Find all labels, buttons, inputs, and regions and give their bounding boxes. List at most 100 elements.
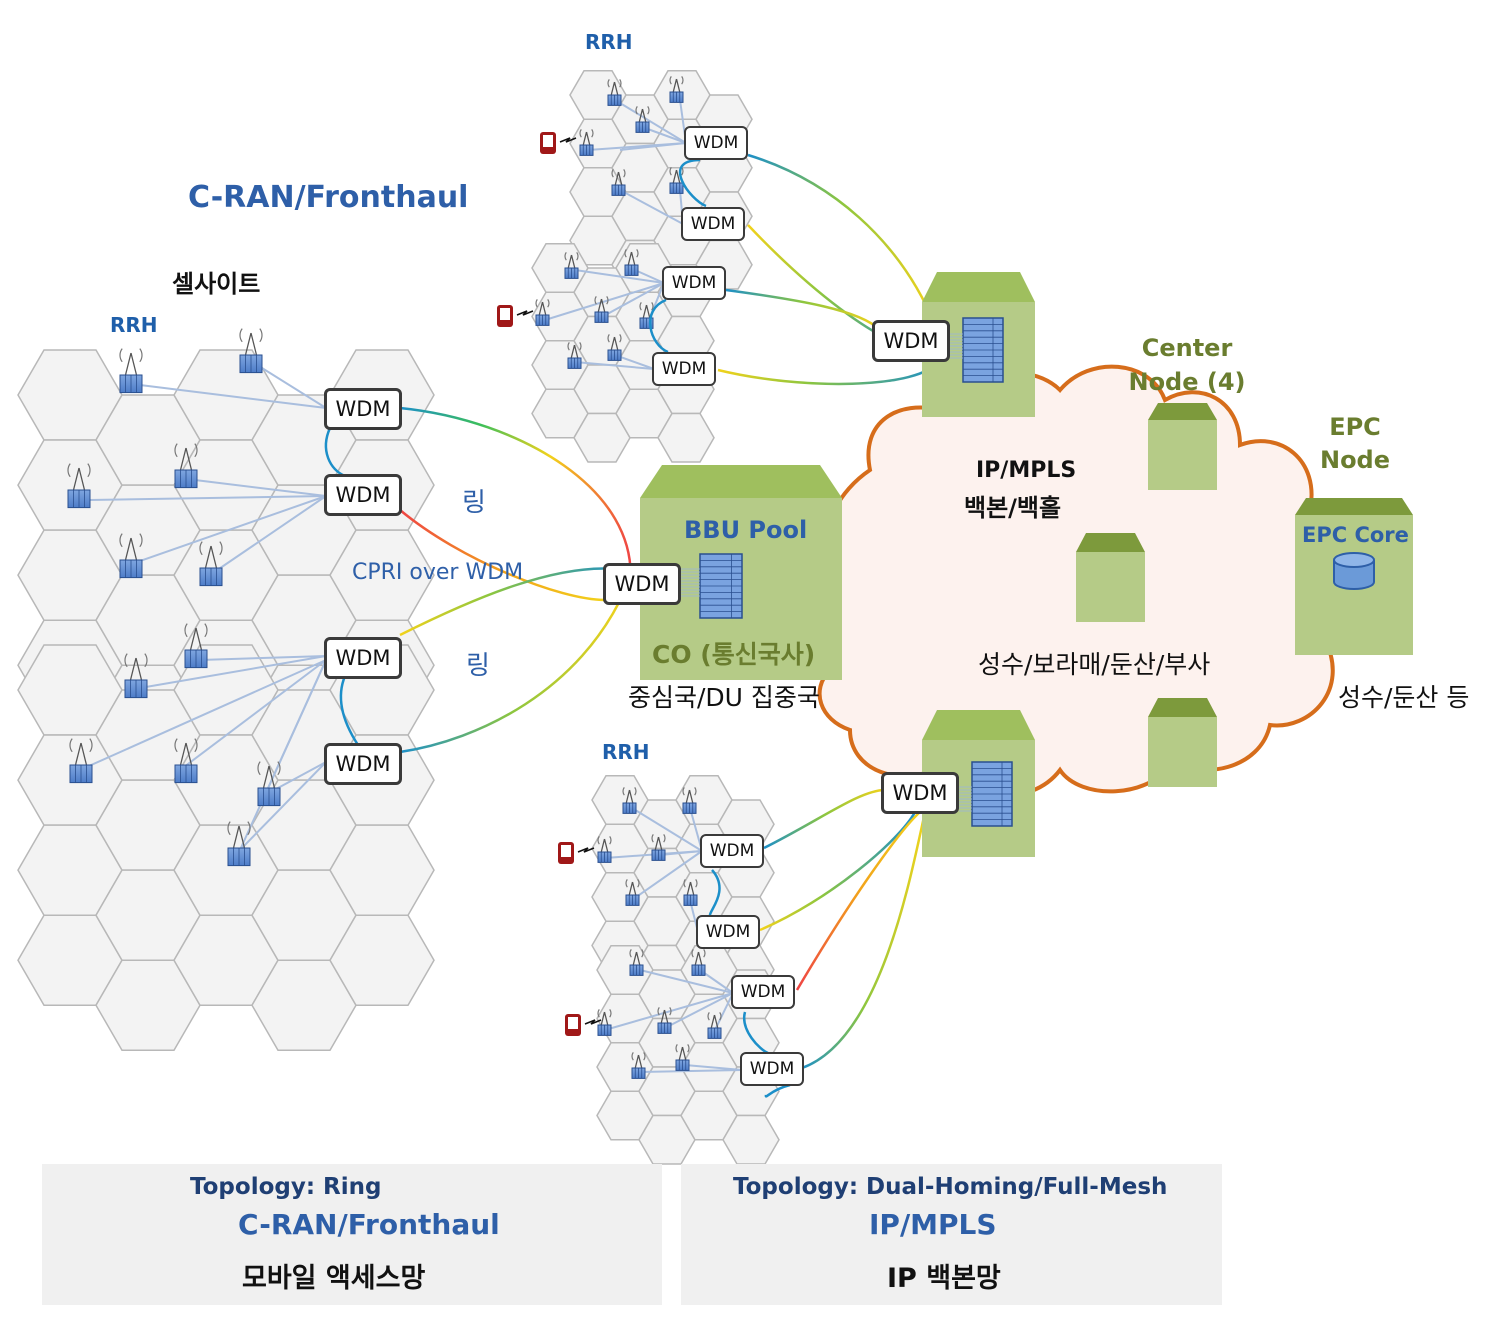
rrh-fiber-link <box>261 367 327 409</box>
server-rack-icon-co <box>699 553 743 619</box>
cell-tower-icon <box>651 834 666 851</box>
center-node-3 <box>1148 698 1217 787</box>
cell-tower-icon <box>69 738 93 766</box>
rrh-label-bottom: RRH <box>602 740 650 764</box>
rrh-unit-icon <box>239 354 263 374</box>
server-rack-icon-lower <box>971 761 1013 827</box>
wdm-left-ring2-lower: WDM <box>324 743 402 785</box>
rrh-unit-icon <box>625 894 640 906</box>
panel-left-name: 모바일 액세스망 <box>242 1263 426 1294</box>
rrh-unit-icon <box>669 91 684 103</box>
rrh-unit-icon <box>669 182 684 194</box>
cell-tower-icon <box>594 296 609 313</box>
rrh-unit-icon <box>579 144 594 156</box>
rrh-fiber-link <box>619 189 684 225</box>
rrh-fiber-link <box>194 479 327 497</box>
cell-tower-icon <box>631 1052 646 1069</box>
rrh-unit-icon <box>707 1027 722 1039</box>
panel-access-network: Topology: Ring C-RAN/Fronthaul 모바일 액세스망 <box>42 1164 662 1305</box>
rrh-label-top: RRH <box>585 30 633 54</box>
cell-tower-icon <box>597 836 612 853</box>
wdm-bottom-d: WDM <box>740 1052 804 1086</box>
rrh-fiber-link <box>139 384 327 409</box>
rrh-fiber-link <box>639 1069 743 1073</box>
bbu-pool-label: BBU Pool <box>684 516 808 544</box>
cell-tower-icon <box>184 623 208 651</box>
co-sub-label: 중심국/DU 집중국 <box>628 683 820 712</box>
cell-tower-icon <box>683 879 698 896</box>
center-node-1 <box>1148 403 1217 490</box>
rrh-fiber-link <box>639 969 734 994</box>
rrh-fiber-link <box>587 142 687 151</box>
rrh-unit-icon <box>124 679 148 699</box>
rrh-unit-icon <box>535 314 550 326</box>
rrh-fiber-link <box>79 659 327 771</box>
rrh-unit-icon <box>635 121 650 133</box>
wdm-co: WDM <box>603 563 681 605</box>
rrh-unit-icon <box>631 1067 646 1079</box>
rrh-label-left: RRH <box>110 313 158 337</box>
cell-tower-icon <box>622 787 637 804</box>
co-label: CO (통신국사) <box>652 640 816 669</box>
wdm-bottom-b: WDM <box>696 915 760 949</box>
rrh-fiber-link <box>631 807 703 852</box>
panel-right-name: IP 백본망 <box>887 1263 1001 1294</box>
cell-tower-icon <box>119 348 143 376</box>
rrh-unit-icon <box>624 264 639 276</box>
cell-tower-icon <box>67 463 91 491</box>
cell-tower-icon <box>239 328 263 356</box>
wdm-bottom-c: WDM <box>731 975 795 1009</box>
wdm-top-a: WDM <box>684 126 748 160</box>
mobile-phone-layer <box>497 132 602 1036</box>
rrh-unit-icon <box>629 964 644 976</box>
epc-node-label-line1: EPC <box>1329 413 1381 441</box>
ip-mpls-cloud <box>805 364 1345 798</box>
wdm-bottom-a: WDM <box>700 834 764 868</box>
ring-label-upper: 링 <box>462 488 486 518</box>
epc-core-label: EPC Core <box>1302 523 1409 547</box>
wdm-left-ring1-lower: WDM <box>324 474 402 516</box>
panel-right-topology: Topology: Dual-Homing/Full-Mesh <box>733 1174 1168 1200</box>
cell-tower-icon <box>607 334 622 351</box>
wdm-left-ring1-upper: WDM <box>324 388 402 430</box>
rrh-fiber-link <box>139 655 327 689</box>
cell-tower-icon <box>199 541 223 569</box>
wdm-left-ring2-upper: WDM <box>324 637 402 679</box>
center-locations-label: 성수/보라매/둔산/부사 <box>978 650 1211 679</box>
rrh-fiber-link <box>684 1064 743 1071</box>
rrh-unit-icon <box>564 267 579 279</box>
rrh-unit-icon <box>657 1022 672 1034</box>
rrh-fiber-link <box>544 282 665 321</box>
rrh-unit-icon <box>607 94 622 106</box>
hex-grid-left-lower <box>17 644 435 1052</box>
cell-tower-icon <box>691 949 706 966</box>
cell-tower-icon <box>624 249 639 266</box>
rrh-fiber-link <box>599 282 665 319</box>
rrh-unit-icon <box>174 469 198 489</box>
mobile-phone-icon <box>540 132 577 154</box>
wdm-upper-aggregation: WDM <box>872 320 950 362</box>
ip-mpls-label: IP/MPLS <box>976 458 1077 483</box>
cell-tower-icon <box>657 1007 672 1024</box>
cpri-over-wdm-label: CPRI over WDM <box>352 560 524 585</box>
rrh-unit-icon <box>682 802 697 814</box>
rrh-fiber-link <box>634 269 665 284</box>
cell-tower-icon <box>635 106 650 123</box>
cell-tower-icon <box>564 252 579 269</box>
cell-tower-icon <box>611 169 626 186</box>
rrh-unit-icon <box>675 1059 690 1071</box>
rrh-fiber-link <box>644 127 687 144</box>
rrh-unit-icon <box>119 374 143 394</box>
rrh-unit-icon <box>622 802 637 814</box>
rrh-unit-icon <box>184 649 208 669</box>
rrh-unit-icon <box>597 851 612 863</box>
rrh-fiber-link <box>614 99 687 144</box>
rrh-fiber-link <box>574 361 655 370</box>
rrh-fiber-link <box>659 850 703 856</box>
hex-cell <box>329 914 435 1006</box>
cell-tower-icon <box>639 302 654 319</box>
rrh-fiber-link <box>89 495 327 501</box>
rrh-fiber-link <box>179 659 327 771</box>
cell-tower-icon <box>597 1009 612 1026</box>
cell-tower-icon <box>675 1044 690 1061</box>
